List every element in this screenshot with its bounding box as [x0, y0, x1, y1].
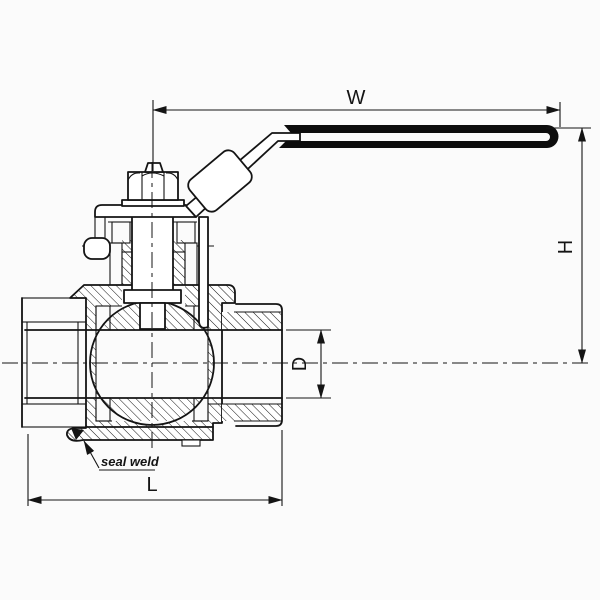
dimension-d: D [286, 329, 331, 399]
dim-label-w: W [347, 87, 366, 109]
bonnet-stem-assembly [82, 205, 214, 330]
hex-nut [127, 171, 179, 201]
dim-label-d: D [289, 357, 311, 371]
dimension-w: W [152, 87, 561, 171]
valve-body [21, 240, 283, 447]
right-port [208, 303, 283, 427]
handle-stop-tab [198, 216, 209, 329]
stem-nut-and-bracket [83, 162, 209, 329]
stem [132, 206, 173, 290]
dimension-h: H [546, 127, 591, 364]
dimension-l: L [27, 430, 283, 506]
handle-grip [279, 125, 559, 148]
stem-tip [144, 162, 164, 173]
centerlines [2, 162, 592, 452]
handle-lock-plate [187, 149, 253, 213]
seal-weld-label: seal weld [101, 454, 160, 469]
dim-label-h: H [555, 240, 577, 254]
bore-lines [24, 329, 283, 399]
bracket-hook [83, 237, 111, 260]
handle-assembly [185, 125, 559, 218]
weld-bead [71, 428, 84, 440]
dim-label-l: L [146, 474, 157, 496]
seal-weld-callout: seal weld [83, 440, 160, 471]
